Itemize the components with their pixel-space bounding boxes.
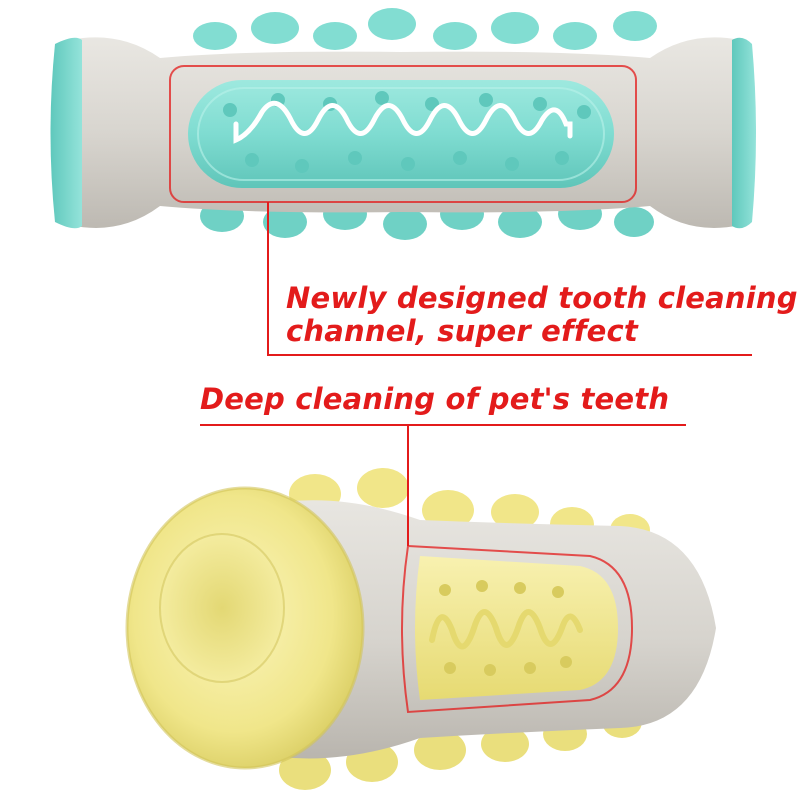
annotation-lines [200, 202, 752, 546]
bottom-toy [125, 468, 716, 790]
top-channel-highlight-frame [169, 65, 637, 203]
bottom-toy-end-hole [160, 534, 284, 682]
caption-line-2: channel, super effect [286, 314, 638, 348]
top-toy-spikes-lower [200, 198, 654, 240]
bottom-toy-wave [429, 609, 583, 650]
top-toy-spikes-upper [193, 8, 657, 50]
top-toy [50, 8, 756, 240]
top-toy-left-cap [50, 37, 82, 229]
top-toy-right-cap [732, 37, 756, 229]
caption-line-1: Newly designed tooth cleaning [286, 281, 798, 315]
bottom-channel-highlight-frame [401, 544, 634, 714]
bottom-toy-nubs [439, 580, 572, 676]
top-leader-line [267, 202, 752, 356]
top-toy-channel [188, 80, 614, 188]
caption-new-channel: Newly designed tooth cleaning channel, s… [286, 282, 798, 348]
top-toy-wave [233, 100, 573, 144]
caption-deep-cleaning: Deep cleaning of pet's teeth [200, 382, 670, 416]
